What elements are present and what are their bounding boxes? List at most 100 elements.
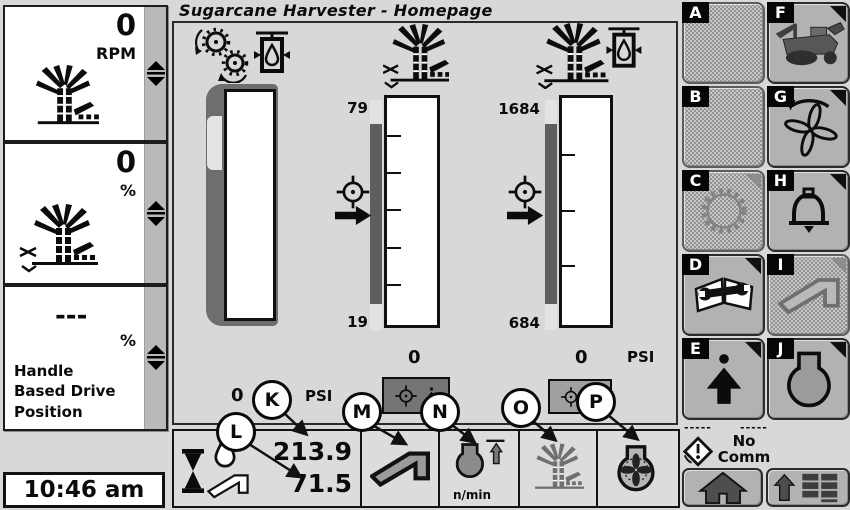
- softkey-F[interactable]: F: [767, 2, 850, 84]
- chopper-gauge-zone: [207, 116, 222, 170]
- softkey-letter: J: [767, 338, 794, 359]
- softkey-A: A: [682, 2, 765, 84]
- up-down-arrows-icon: [146, 345, 165, 370]
- callout-O: O: [501, 388, 541, 428]
- softkey-letter: H: [767, 170, 794, 191]
- arm-filled-icon: [370, 447, 430, 489]
- pump-up-icon: [455, 439, 506, 479]
- softkey-letter: C: [682, 170, 709, 191]
- softkey-G[interactable]: G: [767, 86, 850, 168]
- basecutter-percent-panel: 0 %: [3, 142, 168, 285]
- status-dash-left: -----: [684, 421, 712, 434]
- basecutter-percent-value: 0: [115, 145, 136, 179]
- softkey-letter: D: [682, 254, 709, 275]
- softkey-letter: B: [682, 86, 709, 107]
- callout-L: L: [216, 412, 256, 452]
- callout-N: N: [420, 392, 460, 432]
- gauge3-bar: [559, 95, 613, 328]
- strip-segment: [370, 124, 382, 304]
- gauge3-value: 0: [575, 347, 588, 368]
- more-options-triangle: [830, 6, 846, 22]
- up-arrow-grid-icon: [774, 472, 838, 503]
- value-bottom: 71.5: [290, 469, 352, 498]
- handle-drive-panel: --- % Handle Based Drive Position: [3, 285, 168, 431]
- alarm-bell-icon: [786, 187, 831, 235]
- tick: [387, 172, 401, 174]
- basecutter-height-icon: [383, 23, 449, 89]
- arm-cell[interactable]: [360, 431, 438, 506]
- gauge3-min-label: 684: [508, 314, 540, 332]
- clock-time: 10:46 am: [23, 477, 145, 503]
- tick: [387, 209, 401, 211]
- handle-drive-spinner[interactable]: [144, 287, 166, 429]
- up-down-arrows-icon: [146, 60, 165, 86]
- basecutter-pressure-icon: [536, 23, 642, 89]
- value-top: 213.9: [272, 437, 352, 466]
- no-comm-line1: No: [732, 432, 756, 450]
- softkey-letter: E: [682, 338, 709, 359]
- engine-info-cell: 213.9 71.5: [174, 431, 360, 506]
- warning-diamond-icon: [683, 436, 713, 467]
- arm-outline-icon: [207, 474, 249, 499]
- callout-letter: L: [229, 421, 243, 443]
- callout-letter: N: [432, 401, 448, 423]
- softkey-grid: A F B G C H D I: [682, 2, 850, 420]
- status-dash-right: -----: [740, 421, 768, 434]
- chopper-gauge-unit: PSI: [305, 387, 333, 405]
- gauge2-value: 0: [408, 347, 421, 368]
- softkey-H[interactable]: H: [767, 170, 850, 252]
- callout-letter: K: [264, 389, 280, 411]
- home-icon: [698, 471, 747, 504]
- target-icon: [394, 383, 418, 408]
- strip-segment: [370, 304, 382, 330]
- service-manual-icon: [694, 277, 753, 313]
- callout-letter: M: [352, 401, 372, 423]
- pump-speed-cell[interactable]: n/min: [438, 431, 518, 506]
- topper-rpm-spinner[interactable]: [144, 7, 166, 140]
- handle-drive-value: ---: [55, 301, 88, 331]
- crop-cell[interactable]: [518, 431, 596, 506]
- softkey-letter: A: [682, 2, 709, 23]
- softkey-I: I: [767, 254, 850, 336]
- sugarcane-topper-icon: [34, 65, 99, 125]
- tick: [387, 284, 401, 286]
- gauge2-setpoint-arrow-icon: [335, 206, 372, 225]
- layout-menu-button[interactable]: [766, 468, 850, 507]
- softkey-J[interactable]: J: [767, 338, 850, 420]
- home-button[interactable]: [682, 468, 763, 507]
- gauge3-unit: PSI: [627, 348, 655, 366]
- strip-segment: [545, 124, 557, 304]
- chopper-gauge-value: 0: [231, 385, 244, 406]
- basecutter-percent-unit: %: [119, 181, 136, 200]
- tick: [562, 210, 575, 212]
- gauge3-max-label: 1684: [498, 100, 540, 118]
- softkey-letter: G: [767, 86, 794, 107]
- basecutter-percent-spinner[interactable]: [144, 144, 166, 283]
- topper-rpm-value: 0: [115, 8, 136, 42]
- callout-M: M: [342, 392, 382, 432]
- harvester-icon: [774, 22, 845, 66]
- softkey-C: C: [682, 170, 765, 252]
- gauge2-min-label: 19: [347, 313, 368, 331]
- topper-rpm-unit: RPM: [96, 44, 136, 63]
- softkey-D[interactable]: D: [682, 254, 765, 336]
- tick: [562, 154, 575, 156]
- handle-drive-unit: %: [119, 331, 136, 350]
- strip-segment: [545, 304, 557, 330]
- softkey-E[interactable]: E: [682, 338, 765, 420]
- more-options-triangle: [745, 258, 761, 274]
- crop-divider-arm-icon: [777, 278, 840, 314]
- more-options-triangle: [830, 174, 846, 190]
- up-down-arrows-icon: [146, 200, 165, 226]
- callout-P: P: [576, 382, 616, 422]
- fan-pump-cell[interactable]: [596, 431, 674, 506]
- more-options-triangle: [745, 342, 761, 358]
- more-options-triangle: [830, 342, 846, 358]
- sugarcane-basecutter-icon: [19, 204, 98, 273]
- softkey-B: B: [682, 86, 765, 168]
- page-title: Sugarcane Harvester - Homepage: [179, 1, 493, 20]
- tick: [387, 247, 401, 249]
- topper-rpm-panel: 0 RPM: [3, 5, 168, 142]
- sugarcane-icon: [534, 442, 584, 489]
